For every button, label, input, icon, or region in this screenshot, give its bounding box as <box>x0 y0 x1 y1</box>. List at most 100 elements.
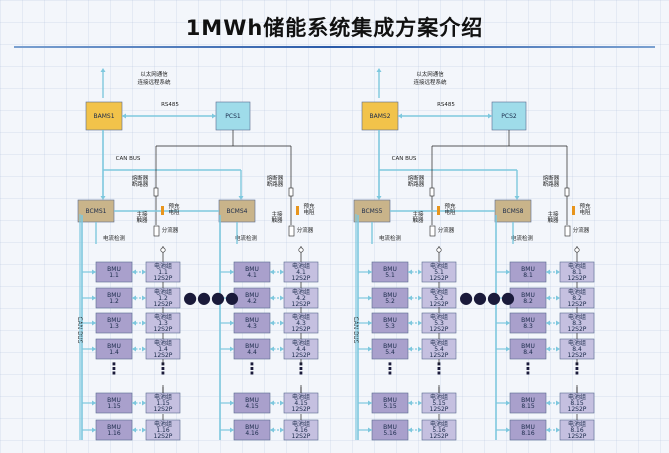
fuse-symbol <box>564 187 570 197</box>
arrow-head <box>270 269 274 275</box>
pcs-box-label: PCS2 <box>501 113 517 120</box>
battery-ellipsis: ⋮ <box>431 359 447 378</box>
remote-system-label: 连接远程系统 <box>413 78 447 86</box>
bcms-box-label: BCMS4 <box>226 208 247 215</box>
arrow-head <box>132 400 136 406</box>
current-detect-label: 电流检测 <box>511 234 534 242</box>
precharge-resistor <box>161 206 164 215</box>
arrow-head <box>270 346 274 352</box>
arrow-head <box>376 196 382 200</box>
precharge-label: 预充电阻 <box>303 202 315 216</box>
arrow-head <box>556 269 560 275</box>
fuse-breaker-label: 熔断器断路器 <box>543 174 560 188</box>
precharge-label: 预充电阻 <box>168 202 180 216</box>
arrow-head <box>122 113 126 119</box>
page-title: 1MWh储能系统集成方案介绍 <box>185 16 484 40</box>
arrow-head <box>132 269 136 275</box>
arrow-head <box>280 400 284 406</box>
shunt-node <box>298 247 304 253</box>
contactor-symbol <box>153 225 160 237</box>
arrow-head <box>408 346 412 352</box>
arrow-head <box>546 346 550 352</box>
arrow-head <box>238 196 244 200</box>
bcms-box-label: BCMS8 <box>502 208 523 215</box>
precharge-resistor <box>296 206 299 215</box>
arrow-head <box>556 320 560 326</box>
fuse-breaker-label: 熔断器断路器 <box>267 174 284 188</box>
title-divider <box>14 46 655 48</box>
battery-ellipsis: ⋮ <box>569 359 585 378</box>
arrow-head <box>230 269 234 275</box>
contactor-symbol <box>564 225 571 237</box>
arrow-head <box>376 68 382 72</box>
can-bus-label: CAN BUS <box>392 156 417 162</box>
can-bus-label: CAN BUS <box>116 156 141 162</box>
main-contactor-label: 主接触器 <box>271 210 283 224</box>
fuse-symbol <box>153 187 159 197</box>
arrow-head <box>556 400 560 406</box>
arrow-head <box>546 320 550 326</box>
arrow-head <box>368 400 372 406</box>
current-detect-label: 电流检测 <box>235 234 258 242</box>
arrow-head <box>142 295 146 301</box>
battery-ellipsis: ⋮ <box>155 359 171 378</box>
bmu-ellipsis: ⋮ <box>382 359 398 378</box>
rs485-label: RS485 <box>437 102 455 108</box>
bmu-ellipsis: ⋮ <box>106 359 122 378</box>
arrow-head <box>230 295 234 301</box>
arrow-head <box>142 269 146 275</box>
bmu-ellipsis: ⋮ <box>244 359 260 378</box>
arrow-head <box>212 113 216 119</box>
arrow-head <box>418 346 422 352</box>
arrow-head <box>418 320 422 326</box>
arrow-head <box>506 295 510 301</box>
arrow-head <box>418 400 422 406</box>
fuse-symbol <box>429 187 435 197</box>
arrow-head <box>506 346 510 352</box>
contactor-symbol <box>429 225 436 237</box>
arrow-head <box>368 269 372 275</box>
arrow-head <box>506 427 510 433</box>
arrow-head <box>368 295 372 301</box>
cluster-ellipsis: ●●●● <box>459 288 515 307</box>
arrow-head <box>556 295 560 301</box>
arrow-head <box>506 400 510 406</box>
arrow-head <box>408 400 412 406</box>
bams-box <box>85 101 123 131</box>
battery-ellipsis: ⋮ <box>293 359 309 378</box>
arrow-head <box>100 68 106 72</box>
shunt-label: 分流器 <box>162 226 179 234</box>
arrow-head <box>230 320 234 326</box>
arrow-head <box>280 427 284 433</box>
precharge-resistor <box>572 206 575 215</box>
precharge-label: 预充电阻 <box>444 202 456 216</box>
shunt-label: 分流器 <box>438 226 455 234</box>
arrow-head <box>408 295 412 301</box>
arrow-head <box>132 346 136 352</box>
arrow-head <box>506 269 510 275</box>
arrow-head <box>556 346 560 352</box>
arrow-head <box>230 346 234 352</box>
remote-system-label: 连接远程系统 <box>137 78 171 86</box>
